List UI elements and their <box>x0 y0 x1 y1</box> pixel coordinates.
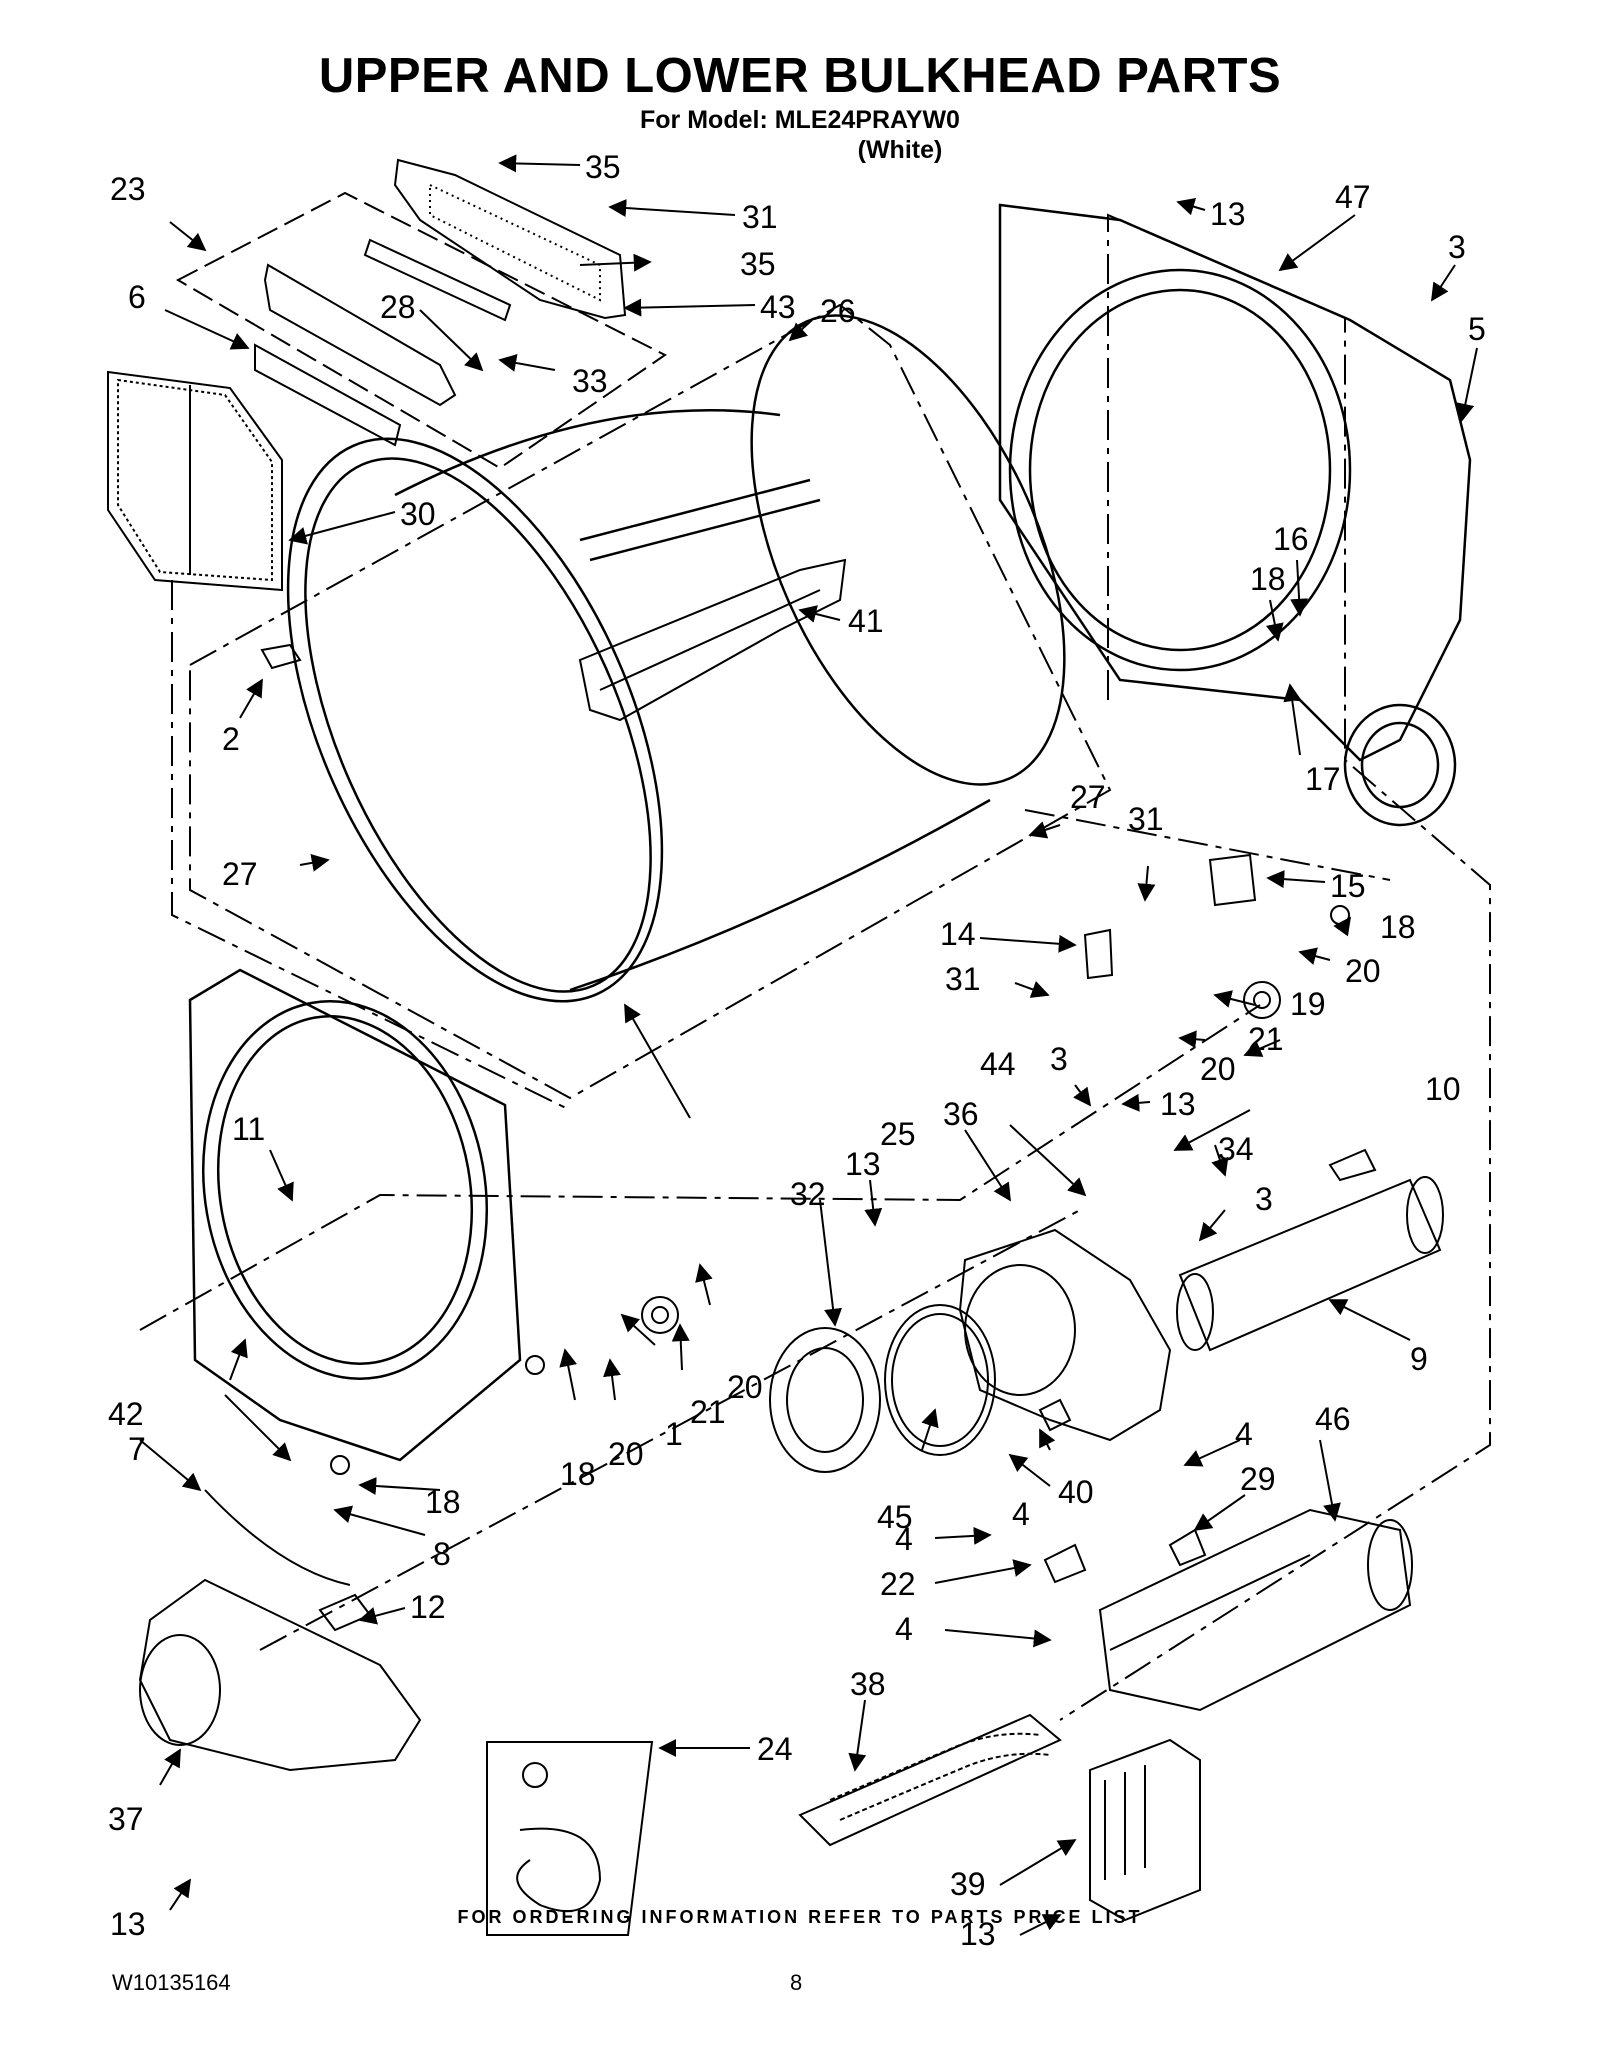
callout-35: 35 <box>740 246 776 282</box>
exhaust-duct-part <box>1176 1176 1444 1352</box>
callout-19: 19 <box>1290 986 1326 1022</box>
callout-18: 18 <box>1250 561 1286 597</box>
lower-assembly-dashed-outline <box>139 809 1391 1651</box>
callout-15: 15 <box>1330 868 1366 904</box>
callout-23: 23 <box>110 171 146 207</box>
front-bulkhead-part <box>188 968 522 1462</box>
callout-46: 46 <box>1315 1401 1351 1437</box>
color-subtitle: (White) <box>857 136 943 164</box>
callout-14: 14 <box>940 916 976 952</box>
callout-12: 12 <box>410 1589 446 1625</box>
callout-29: 29 <box>1240 1461 1276 1497</box>
callout-3: 3 <box>1448 229 1466 265</box>
callout-20: 20 <box>727 1369 763 1405</box>
callout-38: 38 <box>850 1666 886 1702</box>
callout-3: 3 <box>1255 1181 1273 1217</box>
callout-41: 41 <box>848 603 884 639</box>
callout-20: 20 <box>1345 953 1381 989</box>
callout-9: 9 <box>1410 1341 1428 1377</box>
callout-45: 45 <box>877 1499 913 1535</box>
callout-31: 31 <box>945 961 981 997</box>
drum-baffle-part <box>578 558 847 722</box>
callout-6: 6 <box>128 279 146 315</box>
lint-duct-part <box>138 1578 422 1772</box>
page-title: UPPER AND LOWER BULKHEAD PARTS <box>318 49 1282 103</box>
rear-bulkhead-part <box>998 203 1472 827</box>
callout-37: 37 <box>108 1801 144 1837</box>
callout-31: 31 <box>1128 801 1164 837</box>
callout-2: 2 <box>222 721 240 757</box>
callout-24: 24 <box>757 1731 793 1767</box>
callout-20: 20 <box>608 1436 644 1472</box>
callout-13: 13 <box>110 1906 146 1942</box>
callout-13: 13 <box>845 1146 881 1182</box>
callout-33: 33 <box>572 363 608 399</box>
drum-assembly-dashed-outline <box>171 303 1112 1111</box>
callout-27: 27 <box>222 856 258 892</box>
callout-32: 32 <box>790 1176 826 1212</box>
callout-21: 21 <box>690 1394 726 1430</box>
blower-assembly-part <box>769 1228 1172 1473</box>
callout-13: 13 <box>960 1916 996 1952</box>
callout-11: 11 <box>232 1111 265 1147</box>
callout-31: 31 <box>742 199 778 235</box>
callout-22: 22 <box>880 1566 916 1602</box>
callout-43: 43 <box>760 289 796 325</box>
callout-26: 26 <box>820 293 856 329</box>
document-number: W10135164 <box>112 1970 231 1995</box>
callout-21: 21 <box>1248 1021 1284 1057</box>
callout-40: 40 <box>1058 1474 1094 1510</box>
callout-28: 28 <box>380 289 416 325</box>
model-subtitle: For Model: MLE24PRAYW0 <box>640 106 960 134</box>
callout-1: 1 <box>665 1416 683 1452</box>
callout-18: 18 <box>560 1456 596 1492</box>
callout-47: 47 <box>1335 179 1371 215</box>
callout-34: 34 <box>1218 1131 1254 1167</box>
callout-7: 7 <box>128 1431 146 1467</box>
callout-4: 4 <box>895 1611 913 1647</box>
upper-assembly-dashed-outline <box>175 191 667 470</box>
callout-20: 20 <box>1200 1051 1236 1087</box>
callout-36: 36 <box>943 1096 979 1132</box>
ordering-info-note: FOR ORDERING INFORMATION REFER TO PARTS … <box>457 1907 1143 1927</box>
heater-coil-part <box>798 1713 1062 1847</box>
callout-leaders <box>139 154 1478 1936</box>
lint-grille-part <box>393 158 627 320</box>
callout-5: 5 <box>1468 311 1486 347</box>
callout-16: 16 <box>1273 521 1309 557</box>
callout-18: 18 <box>425 1484 461 1520</box>
callout-30: 30 <box>400 496 436 532</box>
callout-4: 4 <box>895 1521 913 1557</box>
callout-8: 8 <box>433 1536 451 1572</box>
callout-13: 13 <box>1160 1086 1196 1122</box>
heater-duct-part <box>1098 1508 1413 1712</box>
callout-4: 4 <box>1235 1416 1253 1452</box>
callout-10: 10 <box>1425 1071 1461 1107</box>
wire-harness-box <box>486 1741 654 1936</box>
callout-35: 35 <box>585 149 621 185</box>
callout-27: 27 <box>1070 779 1106 815</box>
callout-labels: 35 23 31 35 6 28 43 33 26 13 47 3 5 30 4… <box>108 149 1486 1952</box>
callout-44: 44 <box>980 1046 1016 1082</box>
callout-13: 13 <box>1210 196 1246 232</box>
callout-17: 17 <box>1305 761 1341 797</box>
drum-part <box>286 314 1066 1003</box>
callout-3: 3 <box>1050 1041 1068 1077</box>
heater-shield-part <box>1089 1738 1201 1922</box>
callout-39: 39 <box>950 1866 986 1902</box>
small-hardware-parts <box>204 643 1377 1632</box>
callout-18: 18 <box>1380 909 1416 945</box>
callout-25: 25 <box>880 1116 916 1152</box>
callout-4: 4 <box>1012 1496 1030 1532</box>
lint-housing-part <box>254 238 512 447</box>
callout-42: 42 <box>108 1396 144 1432</box>
lint-filter-part <box>107 370 283 592</box>
page-number: 8 <box>790 1970 803 1995</box>
